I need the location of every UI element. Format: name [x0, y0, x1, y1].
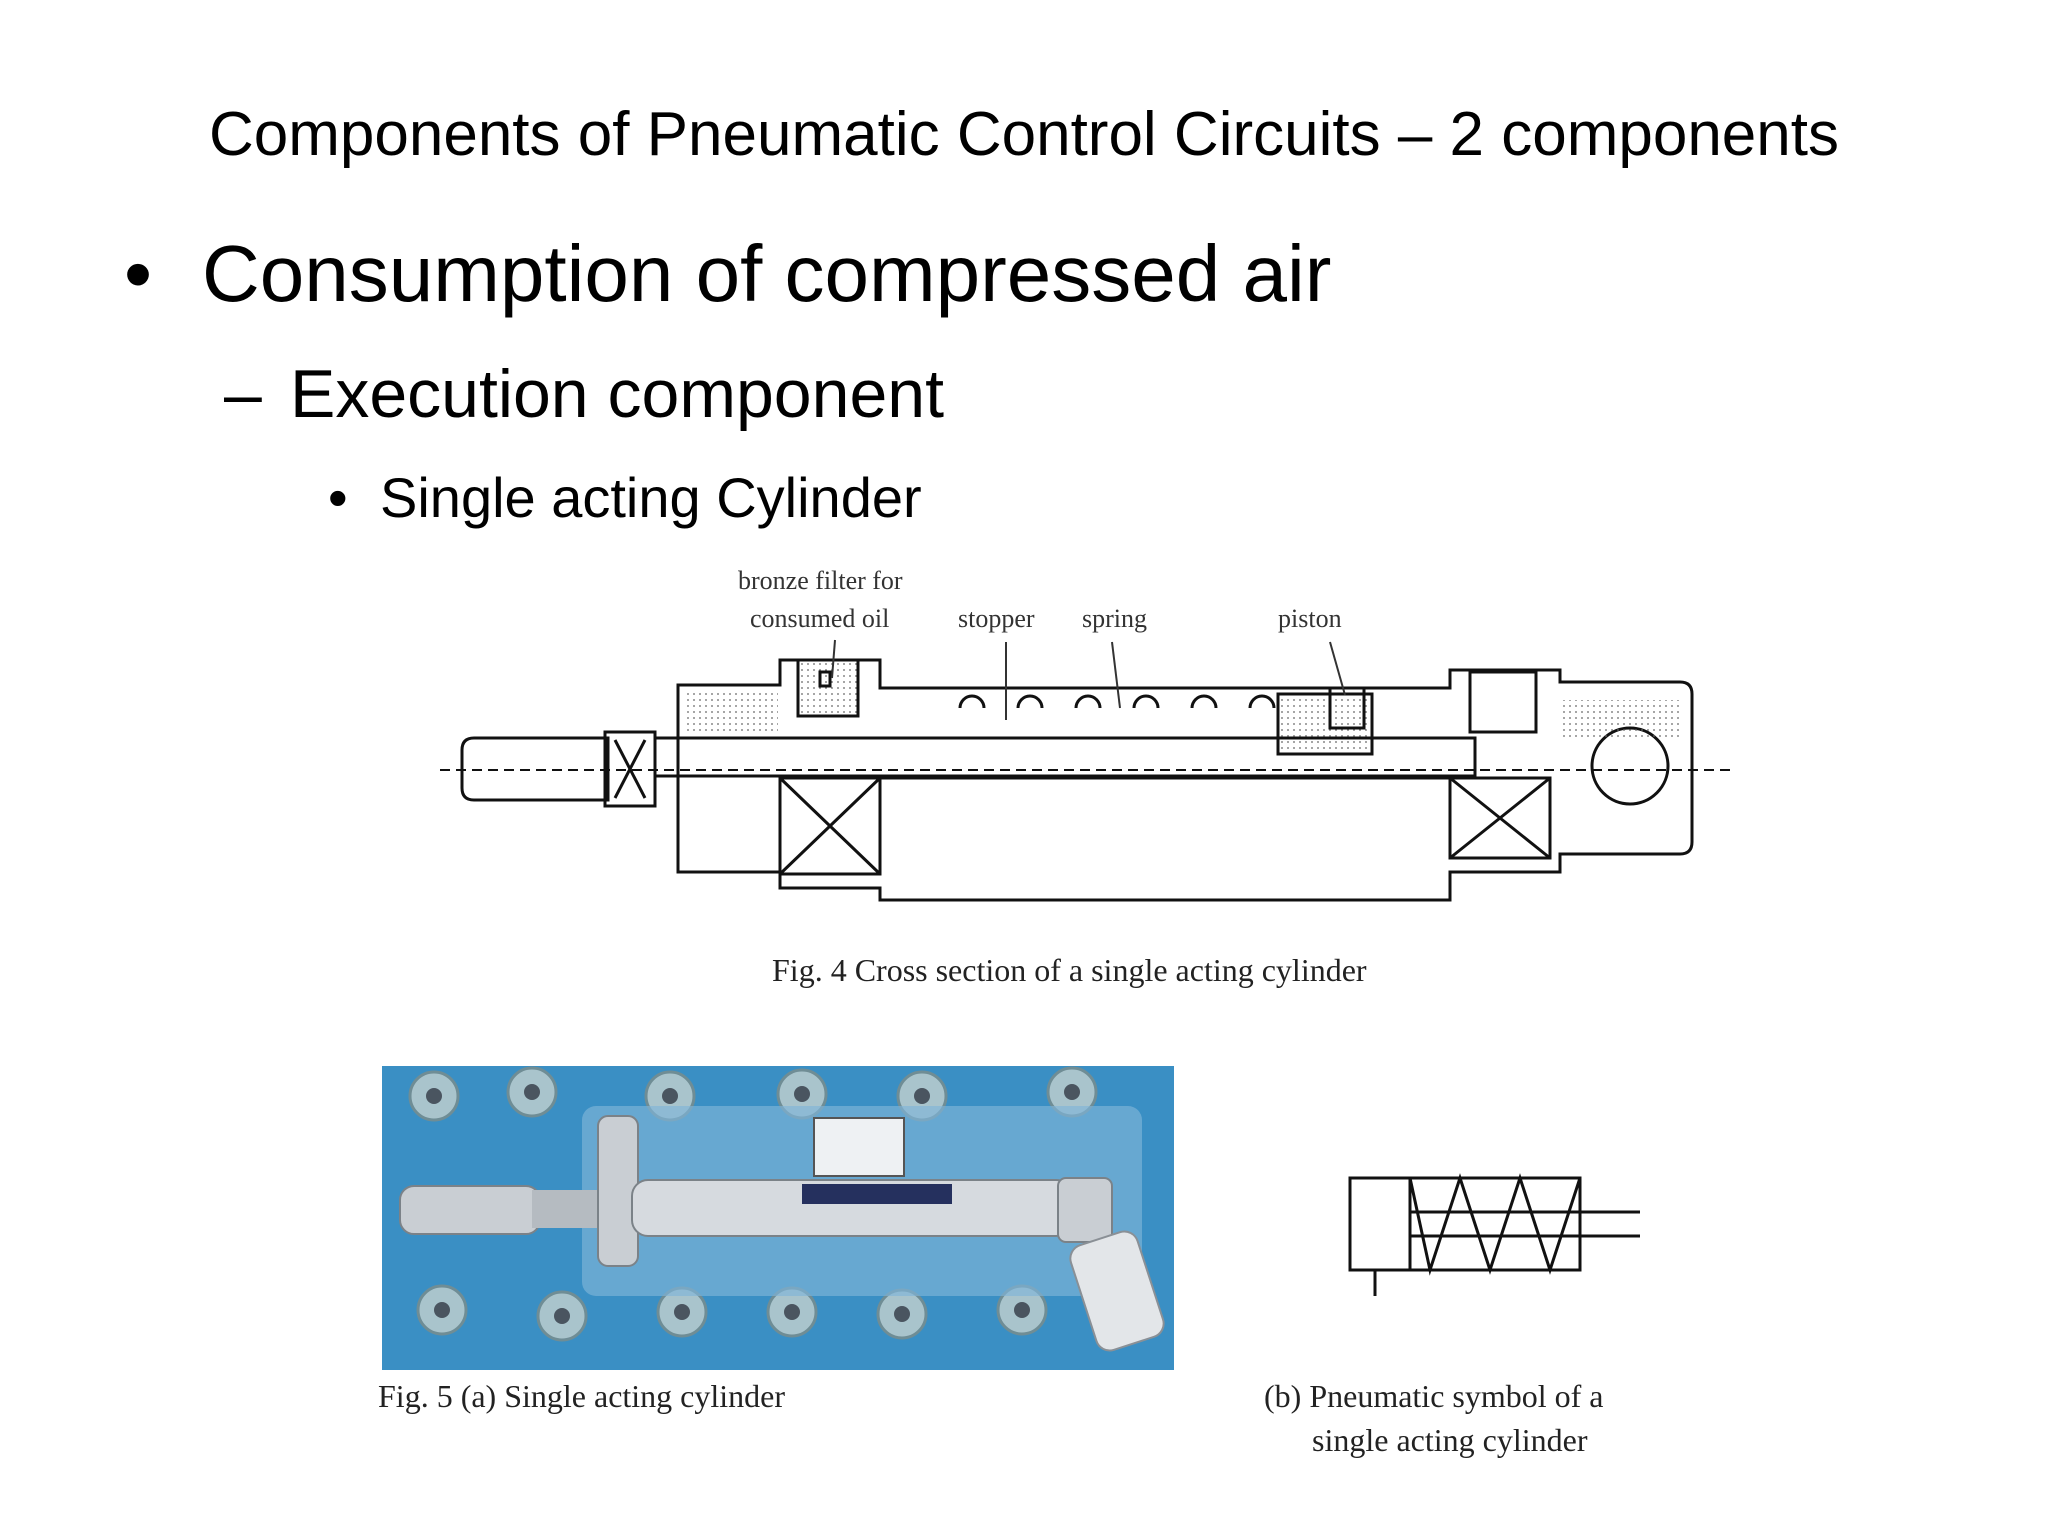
bullet-dot: • [124, 229, 153, 318]
slide-title: Components of Pneumatic Control Circuits… [208, 100, 1839, 169]
figure5a-caption: Fig. 5 (a) Single acting cylinder [378, 1378, 786, 1414]
label-filter-line2: consumed oil [750, 604, 890, 633]
cylinder-photo [382, 1066, 1174, 1370]
pneumatic-symbol-drawing [1348, 1173, 1640, 1296]
figure5b-caption-line1: (b) Pneumatic symbol of a [1264, 1378, 1604, 1414]
bullet-level2-text: Execution component [290, 356, 944, 432]
bullet-level1-text: Consumption of compressed air [202, 229, 1332, 318]
bullet-dash: – [224, 356, 262, 432]
label-stopper: stopper [958, 604, 1035, 633]
figure4-caption: Fig. 4 Cross section of a single acting … [772, 952, 1367, 988]
bullet-level3-text: Single acting Cylinder [380, 466, 922, 529]
label-piston: piston [1278, 604, 1342, 633]
bullet-dot-small: • [328, 466, 348, 529]
label-spring: spring [1082, 604, 1147, 633]
cylinder-photo-image [382, 1066, 1174, 1370]
pneumatic-symbol [1330, 1160, 1660, 1300]
cross-section-figure: bronze filter for consumed oil stopper s… [440, 560, 1730, 1020]
label-filter-line1: bronze filter for [738, 566, 903, 595]
cross-section-drawing [440, 639, 1730, 902]
figure5b-caption-line2: single acting cylinder [1312, 1422, 1588, 1458]
